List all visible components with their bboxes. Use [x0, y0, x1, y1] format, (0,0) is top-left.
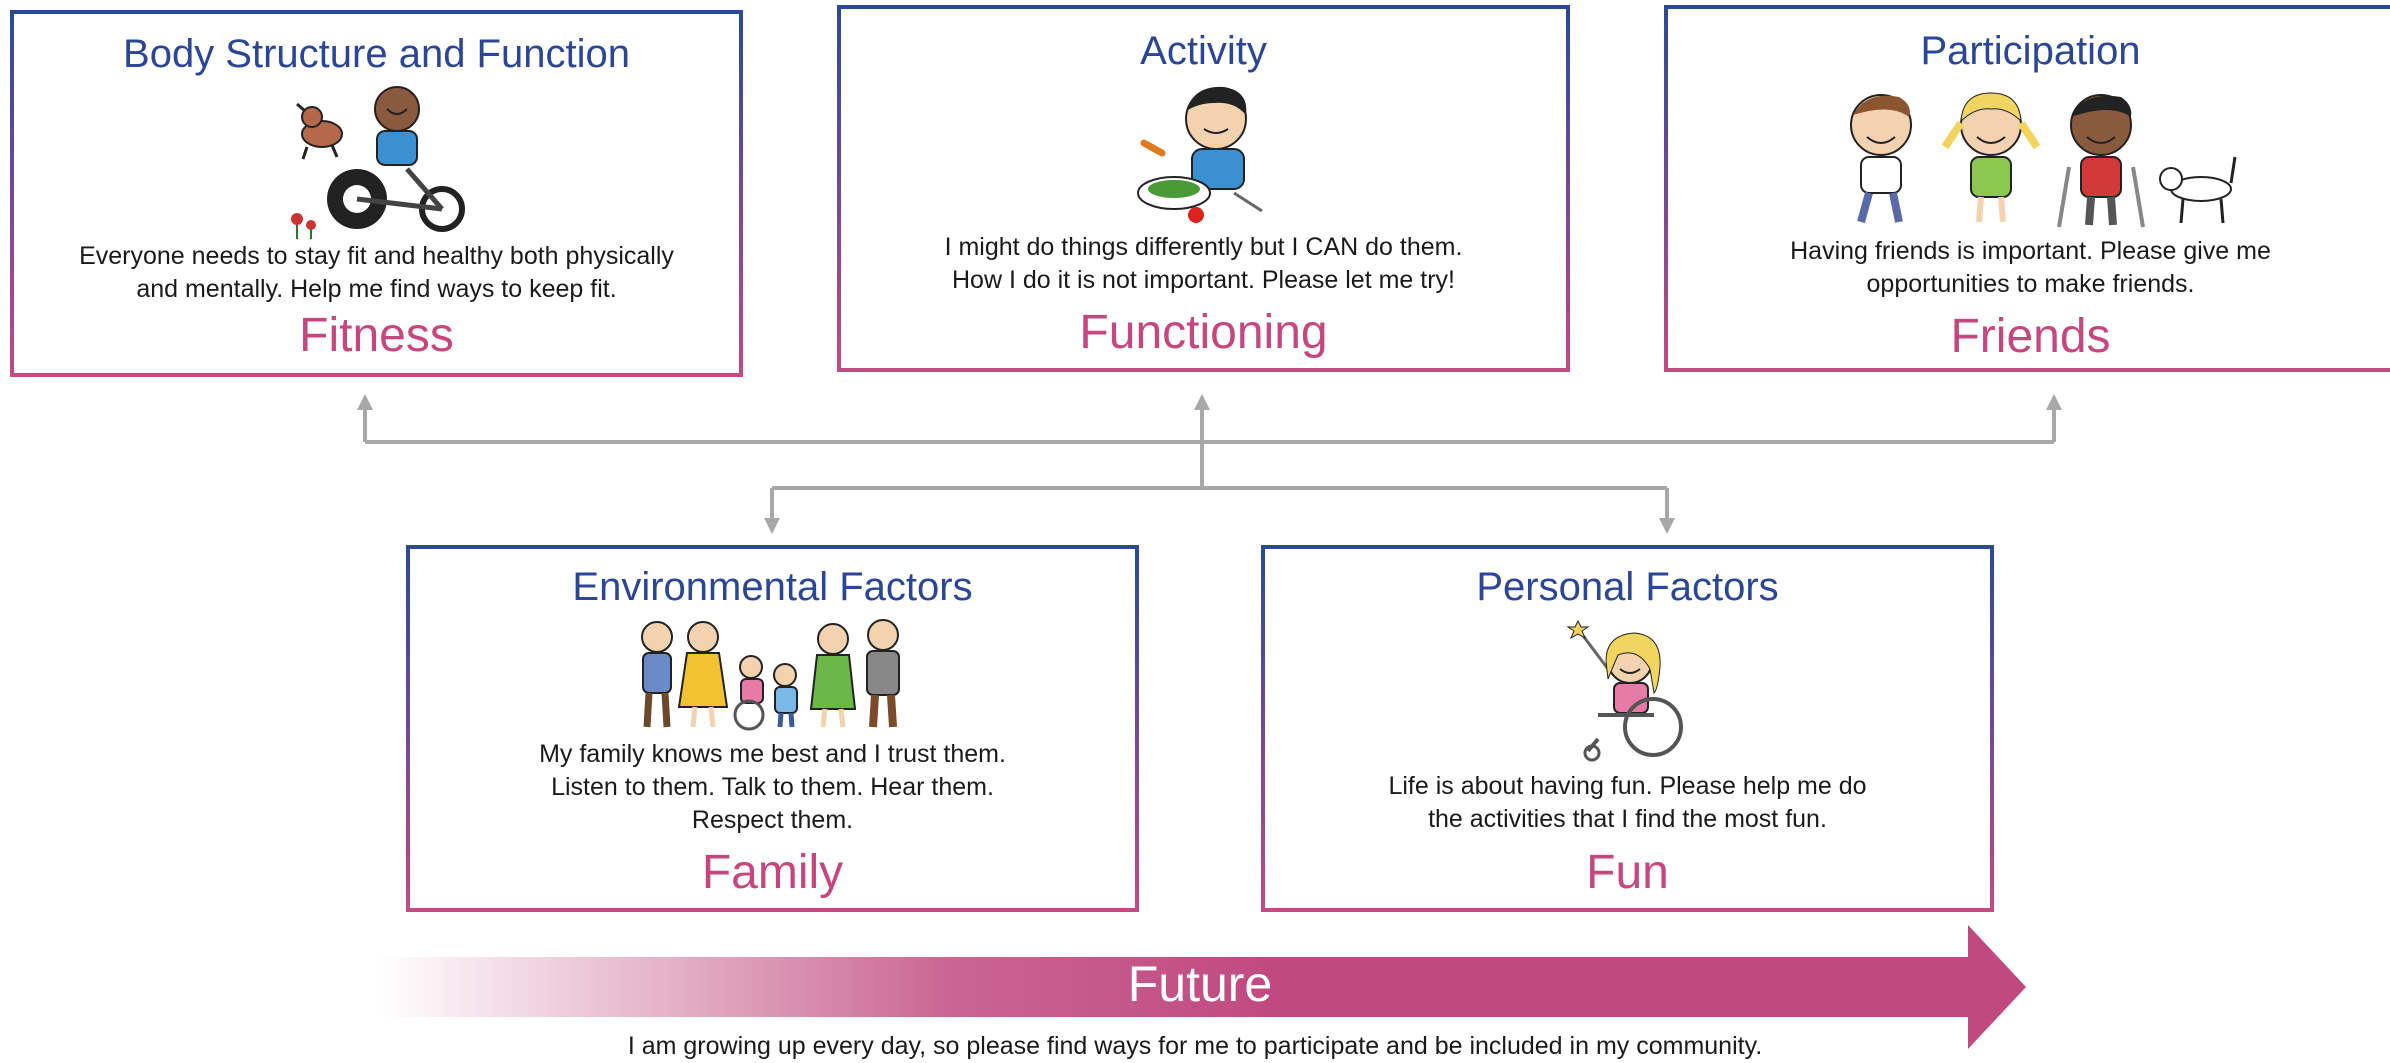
box-description: Having friends is important. Please give… [1688, 235, 2373, 301]
description-line: Respect them. [691, 806, 854, 834]
participation-box: Participation [1664, 5, 2390, 372]
box-keyword: Fun [1586, 846, 1669, 899]
box-title: Body Structure and Function [123, 32, 630, 76]
apple-icon [1187, 207, 1204, 223]
arrowhead-up-participation [2046, 394, 2062, 410]
arrowhead-up-body [357, 394, 373, 410]
flower-icon [290, 213, 316, 239]
toddler-icon [772, 663, 798, 728]
future-arrow [378, 925, 2026, 1049]
box-title: Environmental Factors [572, 565, 973, 609]
box-keyword: Family [701, 846, 844, 899]
box-keyword: Functioning [1079, 306, 1328, 359]
three-friends-illustration [1849, 92, 2236, 228]
box-description: I might do things differently but I CAN … [861, 231, 1546, 297]
arrowhead-down-personal [1659, 518, 1675, 534]
arrowhead-up-activity [1194, 394, 1210, 410]
description-line: and mentally. Help me find ways to keep … [136, 275, 617, 303]
description-line: opportunities to make friends. [1866, 270, 2195, 298]
girl-friend-icon [1941, 92, 2040, 223]
dog-icon [295, 102, 343, 160]
arrowhead-down-environmental [764, 518, 780, 534]
environmental-factors-box: Environmental Factors [406, 545, 1139, 912]
child-in-wheelchair-icon [733, 655, 764, 731]
future-label: Future [1127, 956, 1273, 1012]
family-group-illustration [640, 619, 900, 731]
boy-with-crutches-icon [2056, 94, 2145, 228]
box-description: Life is about having fun. Please help me… [1285, 770, 1970, 836]
personal-factors-box: Personal Factors Life is about having fu… [1261, 545, 1994, 912]
body-structure-box: Body Structure and Function Everyone nee… [10, 10, 743, 377]
child-preparing-food-illustration [1136, 86, 1263, 223]
father-icon [865, 619, 900, 728]
box-title: Personal Factors [1476, 565, 1779, 609]
box-keyword: Friends [1950, 310, 2111, 363]
box-title: Activity [1140, 29, 1267, 73]
box-description: Everyone needs to stay fit and healthy b… [34, 240, 719, 306]
mother-icon [677, 621, 728, 728]
description-line: Having friends is important. Please give… [1790, 237, 2271, 265]
description-line: How I do it is not important. Please let… [952, 266, 1455, 294]
girl-in-wheelchair-illustration [1565, 619, 1683, 762]
description-line: the activities that I find the most fun. [1428, 805, 1827, 833]
boy-friend-icon [1849, 94, 1912, 224]
box-keyword: Fitness [299, 309, 454, 362]
magic-wand-icon [1565, 619, 1609, 670]
future-arrow-shape [378, 925, 2026, 1049]
child-on-tricycle-illustration [290, 86, 465, 239]
box-title: Participation [1920, 29, 2141, 73]
description-line: My family knows me best and I trust them… [539, 740, 1006, 768]
box-description: My family knows me best and I trust them… [430, 738, 1115, 837]
activity-box: Activity I might do things differently b… [837, 5, 1570, 372]
grandma-icon [809, 623, 856, 728]
description-line: Everyone needs to stay fit and healthy b… [79, 242, 674, 270]
bowl-icon [1136, 176, 1211, 210]
description-line: Listen to them. Talk to them. Hear them. [551, 773, 994, 801]
description-line: Life is about having fun. Please help me… [1388, 772, 1867, 800]
dog-icon [2158, 156, 2236, 224]
future-description: I am growing up every day, so please fin… [627, 1032, 1763, 1060]
description-line: I might do things differently but I CAN … [944, 233, 1463, 261]
grandpa-icon [640, 621, 673, 728]
carrot-icon [1140, 139, 1165, 157]
